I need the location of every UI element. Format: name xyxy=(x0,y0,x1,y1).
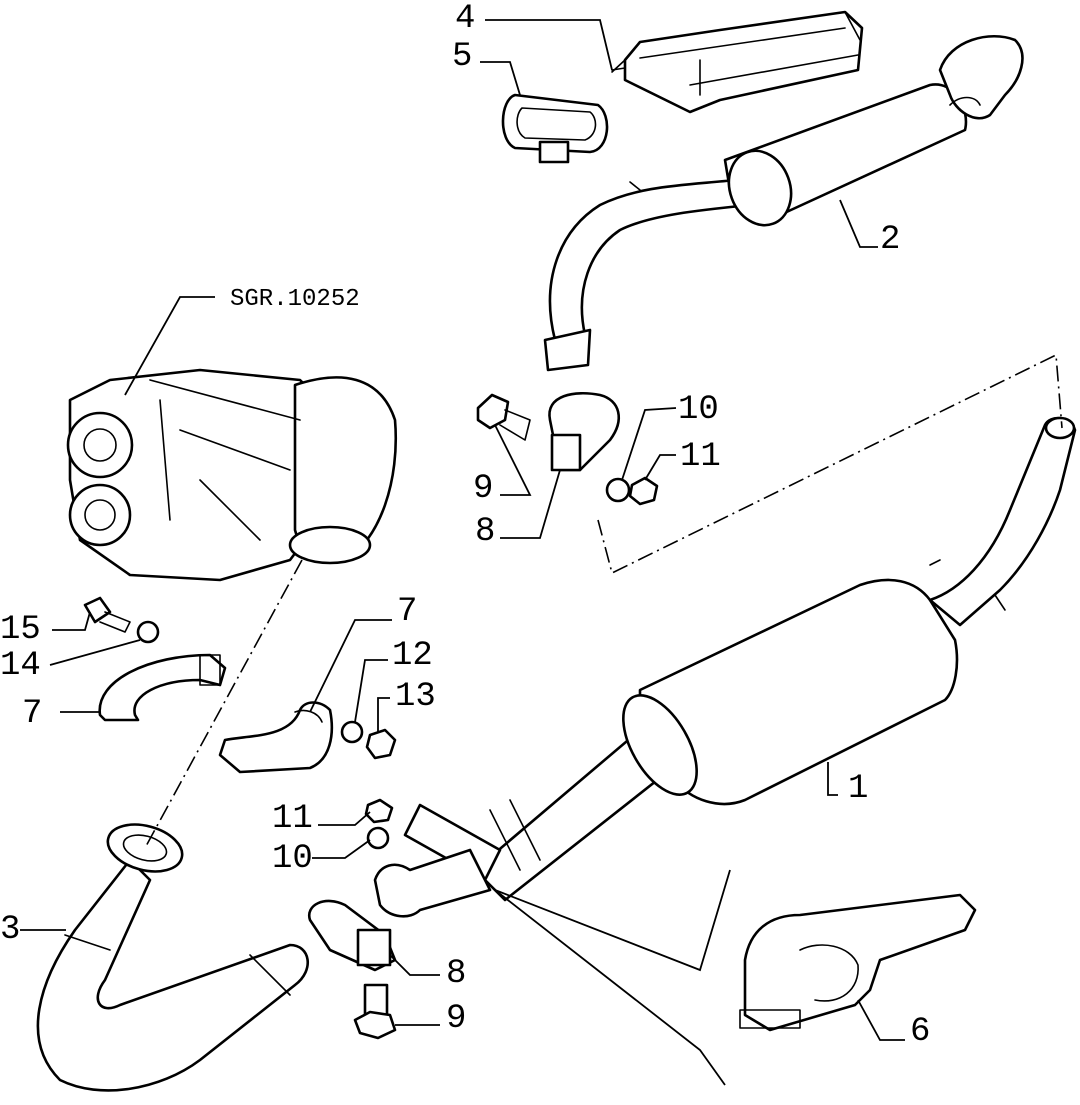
callout-10-lower: 10 xyxy=(272,840,313,878)
callout-7-left: 7 xyxy=(22,695,42,733)
callout-12: 12 xyxy=(392,637,433,675)
callout-8-lower: 8 xyxy=(446,955,466,993)
callout-10-upper: 10 xyxy=(678,391,719,429)
washer-part-10-lower xyxy=(366,826,390,850)
heat-shield-part-4 xyxy=(611,10,864,114)
bolt-part-15 xyxy=(83,596,131,633)
callout-11-upper: 11 xyxy=(680,438,721,476)
clamp-part-7-center xyxy=(218,701,334,774)
callout-7-center: 7 xyxy=(397,593,417,631)
washer-part-12 xyxy=(340,720,364,744)
clamp-part-8-upper xyxy=(548,391,620,472)
rear-muffler-part-2 xyxy=(543,35,1024,372)
callout-11-lower: 11 xyxy=(272,800,313,838)
rubber-mount-part-5 xyxy=(501,93,609,164)
leader-lines xyxy=(20,19,905,1041)
turbocharger xyxy=(66,368,398,582)
callout-9-lower: 9 xyxy=(446,1000,466,1038)
callout-4: 4 xyxy=(455,0,475,38)
callout-2: 2 xyxy=(880,221,900,259)
bolt-part-9-lower xyxy=(353,983,397,1040)
nut-part-11-upper xyxy=(628,476,659,506)
reference-code: SGR.10252 xyxy=(230,286,360,313)
nut-part-13 xyxy=(365,728,397,760)
alignment-lines xyxy=(144,353,1063,849)
pipe-break-marks xyxy=(489,799,731,1086)
callout-1: 1 xyxy=(848,770,868,808)
washer-part-10-upper xyxy=(605,477,631,503)
bolt-part-9-upper xyxy=(476,393,531,441)
clamp-part-7-left xyxy=(98,653,227,722)
hanger-bracket-part-6 xyxy=(739,893,977,1032)
callout-15: 15 xyxy=(0,611,41,649)
callout-9-upper: 9 xyxy=(473,470,493,508)
center-muffler-part-1 xyxy=(373,416,1077,918)
callout-6: 6 xyxy=(910,1013,930,1051)
callout-13: 13 xyxy=(395,678,436,716)
callout-14: 14 xyxy=(0,647,41,685)
callout-8-upper: 8 xyxy=(475,513,495,551)
down-pipe-part-3 xyxy=(36,823,310,1092)
nut-part-11-lower xyxy=(364,798,394,824)
callout-5: 5 xyxy=(452,38,472,76)
callout-3: 3 xyxy=(0,911,20,949)
washer-part-14 xyxy=(136,620,160,644)
clamp-part-8-lower xyxy=(307,899,397,972)
